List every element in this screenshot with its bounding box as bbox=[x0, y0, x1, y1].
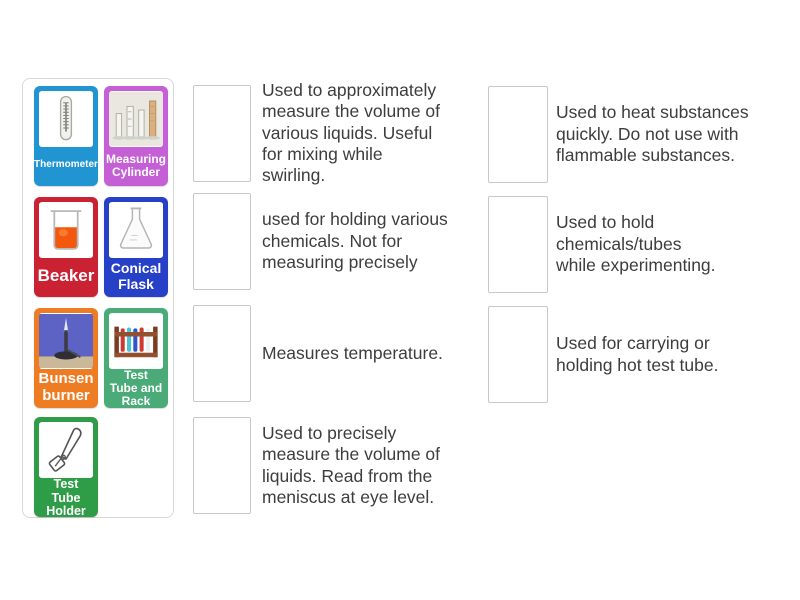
clue-text: Used to approximately measure the volume… bbox=[262, 80, 441, 186]
clue-text: used for holding various chemicals. Not … bbox=[262, 209, 448, 273]
match-row: Used to heat substances quickly. Do not … bbox=[488, 86, 752, 183]
card-label: Beaker bbox=[37, 266, 95, 286]
clue-text: Used to hold chemicals/tubes while exper… bbox=[556, 212, 716, 276]
measuring-cylinder-icon bbox=[109, 91, 163, 147]
test-tube-rack-icon bbox=[109, 313, 163, 369]
card-bunsen-burner[interactable]: Bunsen burner bbox=[34, 308, 98, 408]
card-thermometer[interactable]: Thermometer bbox=[34, 86, 98, 186]
card-panel: Thermometer bbox=[22, 78, 174, 518]
card-label: Test Tube and Rack bbox=[109, 368, 163, 408]
drop-zone[interactable] bbox=[193, 305, 251, 402]
clue-text: Used for carrying or holding hot test tu… bbox=[556, 333, 719, 375]
drop-zone[interactable] bbox=[488, 306, 548, 403]
card-conical-flask[interactable]: Conical Flask bbox=[104, 197, 168, 297]
drop-zone[interactable] bbox=[193, 84, 251, 182]
test-tube-holder-icon bbox=[39, 422, 93, 478]
match-row: Used for carrying or holding hot test tu… bbox=[488, 306, 754, 403]
card-test-tube-and-rack[interactable]: Test Tube and Rack bbox=[104, 308, 168, 408]
drop-zone[interactable] bbox=[193, 193, 251, 290]
card-beaker[interactable]: Beaker bbox=[34, 197, 98, 297]
beaker-icon bbox=[39, 202, 93, 258]
match-row: used for holding various chemicals. Not … bbox=[193, 193, 448, 290]
bunsen-burner-icon bbox=[39, 313, 93, 369]
card-measuring-cylinder[interactable]: Measuring Cylinder bbox=[104, 86, 168, 186]
match-row: Used to precisely measure the volume of … bbox=[193, 417, 462, 514]
clue-text: Used to precisely measure the volume of … bbox=[262, 422, 441, 507]
card-label: Conical Flask bbox=[110, 260, 162, 292]
thermometer-icon bbox=[39, 91, 93, 147]
drop-zone[interactable] bbox=[488, 196, 548, 293]
clue-text: Measures temperature. bbox=[262, 342, 443, 363]
card-label: Bunsen burner bbox=[38, 370, 94, 404]
match-row: Measures temperature. bbox=[193, 305, 468, 402]
drop-zone[interactable] bbox=[488, 86, 548, 183]
card-label: Measuring Cylinder bbox=[106, 151, 167, 179]
match-row: Used to approximately measure the volume… bbox=[193, 80, 446, 187]
card-test-tube-holder[interactable]: Test Tube Holder bbox=[34, 417, 98, 518]
match-row: Used to hold chemicals/tubes while exper… bbox=[488, 196, 724, 293]
card-label: Test Tube Holder bbox=[46, 477, 86, 518]
conical-flask-icon bbox=[109, 202, 163, 258]
card-label: Thermometer bbox=[34, 159, 98, 171]
clue-text: Used to heat substances quickly. Do not … bbox=[556, 102, 749, 166]
drop-zone[interactable] bbox=[193, 417, 251, 514]
